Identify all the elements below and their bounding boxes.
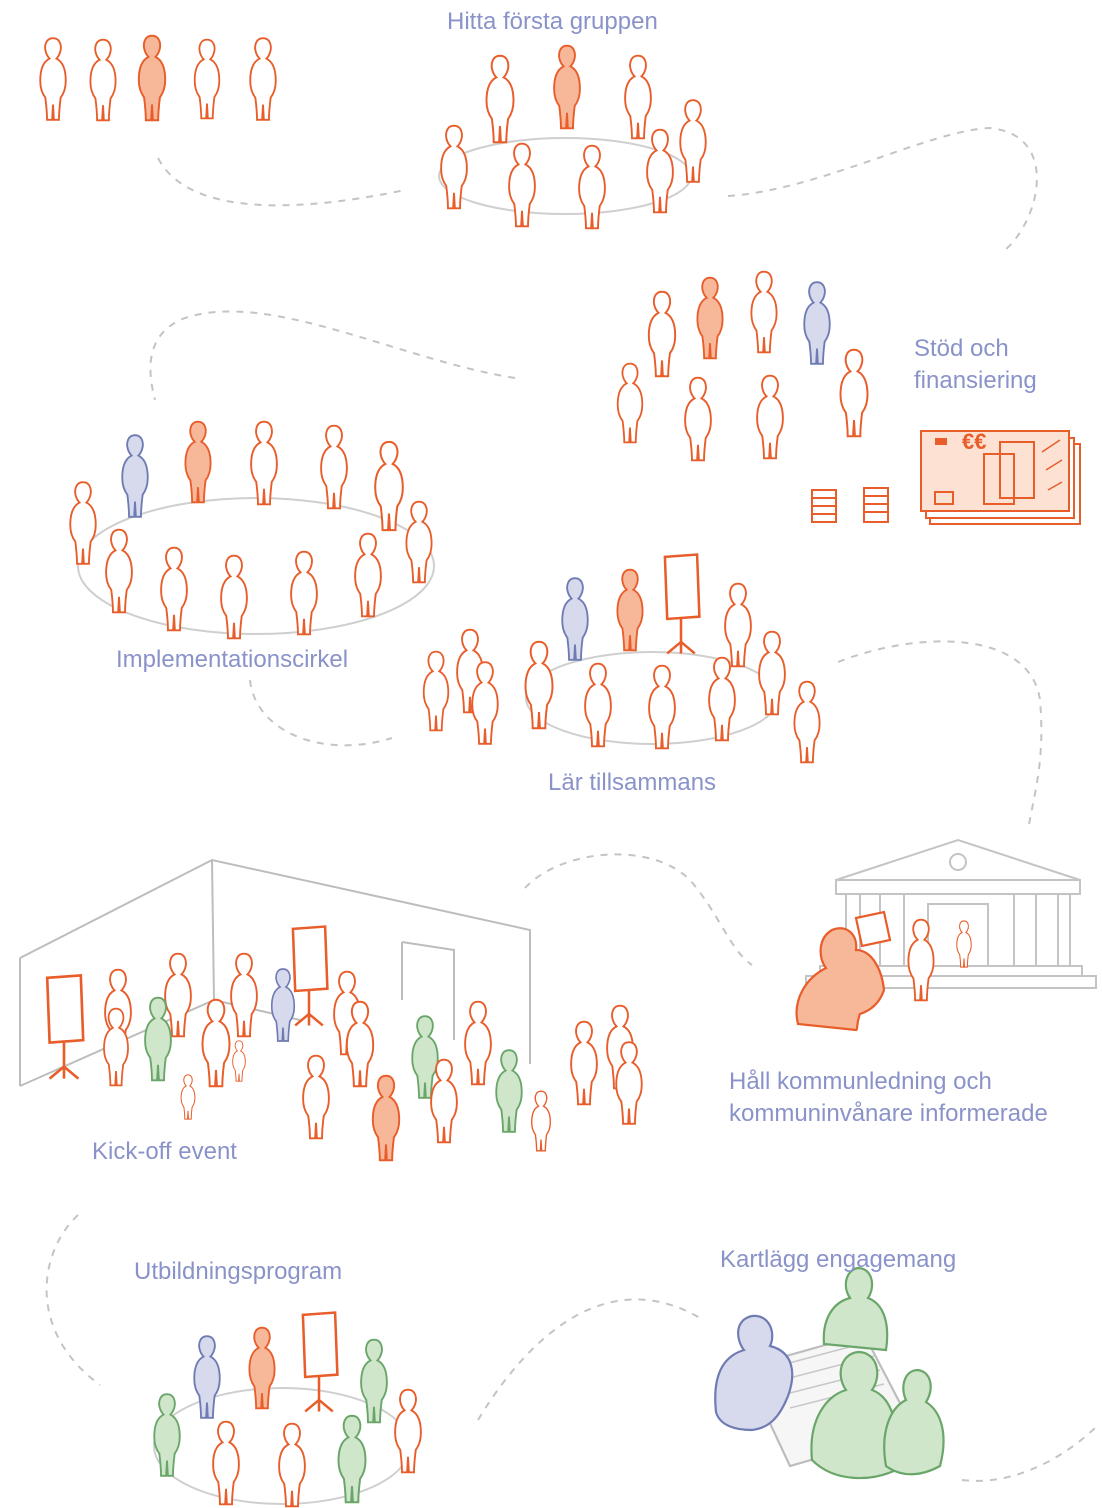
label-hall-line1: Håll kommunledning och <box>729 1068 992 1095</box>
money-stack-icon <box>920 430 1081 525</box>
town-hall-building-icon <box>805 838 1097 989</box>
label-kick-off-event: Kick-off event <box>92 1138 237 1165</box>
label-hall-informerade: Håll kommunledning och kommuninvånare in… <box>729 1066 1048 1130</box>
group-hall-informerade <box>795 910 972 1032</box>
dashed-path <box>45 126 1096 1482</box>
kickoff-room <box>19 858 531 1087</box>
euro-symbol: €€ <box>962 429 987 454</box>
coin-stacks-icon <box>811 487 889 523</box>
label-hall-line2: kommuninvånare informerade <box>729 1100 1048 1127</box>
label-kartlagg-engagemang: Kartlägg engagemang <box>720 1246 957 1273</box>
group-kartlagg-engagemang <box>714 1266 945 1480</box>
label-utbildningsprogram: Utbildningsprogram <box>134 1258 343 1285</box>
waiting-people <box>39 34 277 122</box>
label-lar-tillsammans: Lär tillsammans <box>548 769 717 796</box>
group-implementationscirkel <box>69 420 433 640</box>
label-hitta-forsta-gruppen: Hitta första gruppen <box>447 8 658 35</box>
group-kickoff-event <box>45 925 643 1162</box>
label-stod-och-finansiering: Stöd och finansiering <box>914 333 1037 397</box>
group-utbildningsprogram <box>153 1311 422 1508</box>
group-stod-och-finansiering <box>616 270 869 462</box>
label-stod-line2: finansiering <box>914 367 1037 394</box>
group-lar-tillsammans <box>422 553 821 764</box>
group-hitta-forsta-gruppen <box>440 44 707 230</box>
label-implementationscirkel: Implementationscirkel <box>116 646 349 673</box>
label-stod-line1: Stöd och <box>914 335 1009 362</box>
